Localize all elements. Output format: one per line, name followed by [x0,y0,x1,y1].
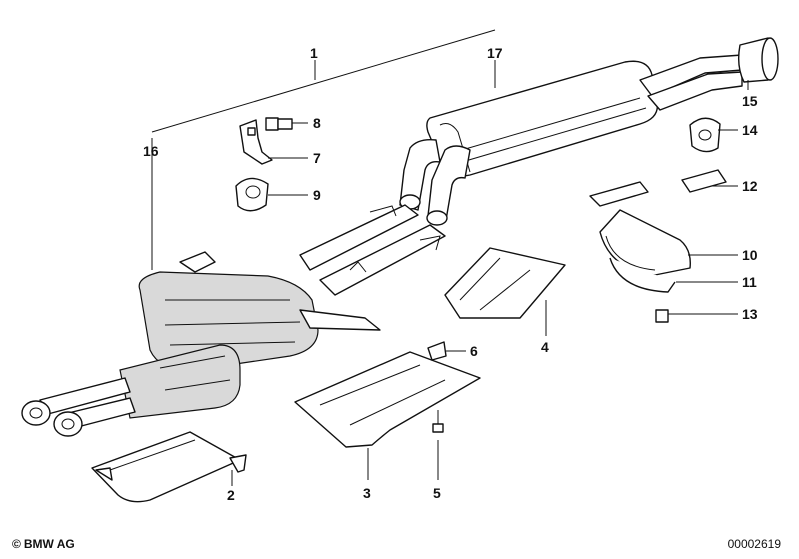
heat-shield-3 [294,351,481,448]
callout-13: 13 [742,306,758,322]
tailpipe [639,54,743,111]
clip-6 [427,341,447,361]
clamp-10 [599,209,691,276]
front-pipes [21,377,136,437]
callout-11: 11 [742,274,757,290]
copyright-symbol: © [12,537,21,551]
rubber-mount-14 [689,117,721,153]
callout-3: 3 [363,485,371,501]
callout-14: 14 [742,122,758,138]
brand-name: BMW AG [23,537,75,551]
callout-5: 5 [433,485,441,501]
callout-7: 7 [313,150,321,166]
catalytic-converter [119,344,241,419]
callout-9: 9 [313,187,321,203]
heat-shield-4 [444,247,566,319]
callout-1: 1 [310,45,318,61]
callout-4: 4 [541,339,549,355]
screw-8 [265,117,293,131]
front-silencer [138,251,381,371]
callout-2: 2 [227,487,235,503]
callout-17: 17 [487,45,503,61]
diagram-number: 00002619 [727,537,781,551]
rubber-mount-9 [235,177,269,212]
holder-7 [239,119,273,165]
tail-trim-15 [737,37,779,83]
rear-silencer [426,60,659,177]
center-pipes [299,138,471,296]
callout-16: 16 [143,143,159,159]
bracket-12 [589,169,727,207]
callout-10: 10 [742,247,758,263]
callout-8: 8 [313,115,321,131]
callout-6: 6 [470,343,478,359]
callout-12: 12 [742,178,758,194]
callout-15: 15 [742,93,758,109]
copyright-notice: ©BMW AG [12,537,75,551]
nut-13 [655,309,669,323]
clamp-11 [609,257,676,293]
heat-shield-2 [91,431,247,503]
screw-5 [432,410,444,433]
leader-lines [151,29,749,486]
callout-labels: 1 17 16 8 7 9 15 14 12 10 11 13 4 6 5 3 … [143,45,758,503]
